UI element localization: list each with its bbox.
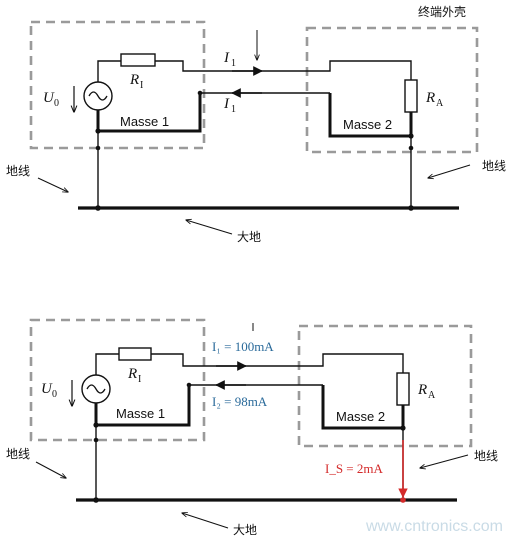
resistor-r1-bottom bbox=[118, 347, 152, 361]
label-i1-top: I bbox=[223, 50, 230, 66]
resistor-ra-top bbox=[404, 79, 418, 113]
junction-dot bbox=[197, 90, 203, 96]
label-ra-bottom: R bbox=[417, 382, 427, 398]
label-u0-top: U bbox=[43, 90, 55, 106]
svg-text:0: 0 bbox=[52, 389, 57, 400]
junction-dot bbox=[400, 497, 406, 503]
resistor-r1-top bbox=[120, 53, 156, 67]
junction-dot bbox=[93, 497, 99, 503]
label-ground-wire-left-top: 地线 bbox=[6, 164, 30, 178]
top-circuit: 终端外壳 U 0 bbox=[6, 4, 506, 244]
label-ground-wire-right-bottom: 地线 bbox=[474, 449, 498, 463]
svg-text:I: I bbox=[140, 80, 143, 91]
leader-ground-right-top bbox=[428, 164, 471, 178]
label-masse1-bottom: Masse 1 bbox=[116, 406, 165, 421]
svg-text:I: I bbox=[138, 374, 141, 385]
svg-text:1: 1 bbox=[231, 58, 236, 69]
label-r1-top: R bbox=[129, 72, 139, 88]
label-masse2-top: Masse 2 bbox=[343, 117, 392, 132]
enclosure-left-top bbox=[29, 20, 206, 150]
leader-ground-right-bottom bbox=[420, 454, 469, 468]
sine-wave-icon bbox=[86, 384, 106, 394]
wire-masse1-bottom bbox=[94, 385, 191, 427]
label-i1-bottom: I bbox=[223, 96, 230, 112]
bottom-circuit: U 0 R I R A I₁ = 100mA I₂ = 98mA I_S = 2… bbox=[6, 318, 498, 537]
wire-src-to-r1-bottom bbox=[95, 353, 119, 375]
enclosure-right-bottom bbox=[297, 324, 473, 448]
junction-dot bbox=[186, 382, 192, 388]
label-is-current: I_S = 2mA bbox=[325, 461, 384, 476]
leader-earth-top bbox=[186, 220, 233, 235]
enclosure-left-bottom bbox=[29, 318, 206, 442]
resistor-ra-bottom bbox=[396, 372, 410, 406]
svg-text:A: A bbox=[436, 98, 444, 109]
junction-dot bbox=[95, 205, 101, 211]
wire-right-upper-bottom bbox=[300, 353, 404, 373]
svg-text:A: A bbox=[428, 390, 436, 401]
wire-src-to-r1 bbox=[97, 60, 121, 82]
sine-wave-icon bbox=[88, 91, 108, 101]
leader-earth-bottom bbox=[182, 513, 229, 529]
junction-dot bbox=[408, 205, 414, 211]
svg-text:0: 0 bbox=[54, 98, 59, 109]
wire-masse2-bottom bbox=[321, 385, 405, 430]
leader-ground-left-bottom bbox=[35, 461, 66, 478]
label-r1-bottom: R bbox=[127, 366, 137, 382]
label-masse1-top: Masse 1 bbox=[120, 114, 169, 129]
watermark: www.cntronics.com bbox=[365, 518, 503, 535]
wire-r1-to-line-bottom bbox=[151, 353, 300, 367]
enclosure-label: 终端外壳 bbox=[418, 4, 466, 19]
label-ground-wire-right-top: 地线 bbox=[482, 159, 506, 173]
label-u0-bottom: U bbox=[41, 381, 53, 397]
wire-masse2-top bbox=[328, 93, 413, 138]
label-ra-top: R bbox=[425, 90, 435, 106]
label-earth-top: 大地 bbox=[237, 230, 261, 244]
leader-ground-left-top bbox=[37, 177, 68, 192]
label-ground-wire-left-bottom: 地线 bbox=[6, 447, 30, 461]
wire-masse1-top bbox=[96, 93, 202, 133]
label-masse2-bottom: Masse 2 bbox=[336, 409, 385, 424]
enclosure-right-top bbox=[305, 26, 479, 154]
wire-right-upper-top bbox=[300, 60, 412, 80]
label-earth-bottom: 大地 bbox=[233, 523, 257, 537]
svg-text:1: 1 bbox=[231, 104, 236, 115]
label-i2-current: I₂ = 98mA bbox=[212, 394, 268, 409]
label-i1-current: I₁ = 100mA bbox=[212, 339, 274, 354]
